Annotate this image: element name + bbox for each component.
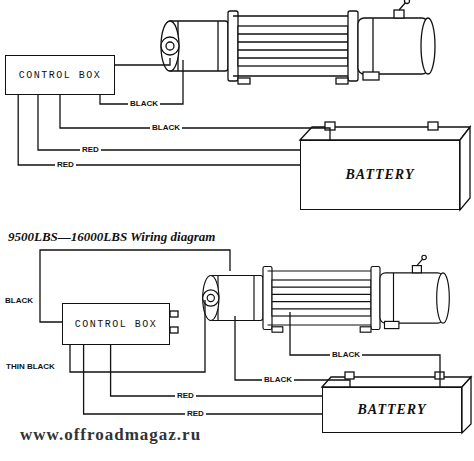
winch-top — [161, 0, 435, 84]
wire — [111, 345, 322, 396]
wire-label: RED — [55, 160, 76, 170]
wire — [18, 95, 300, 165]
control-box: CONTROL BOX — [62, 303, 170, 345]
wire-label: RED — [80, 145, 101, 155]
watermark: www.offroadmagaz.ru — [20, 425, 201, 445]
node-text: BATTERY — [346, 167, 415, 183]
wire-label: BLACK — [150, 123, 182, 133]
control-box-terminals — [170, 311, 178, 333]
wire-label: RED — [185, 409, 206, 419]
node-text: BATTERY — [358, 402, 427, 418]
wire — [84, 345, 322, 414]
node-text: CONTROL BOX — [19, 70, 102, 81]
battery-box: BATTERY — [300, 140, 460, 210]
wire-label: RED — [175, 391, 196, 401]
wire-label: THIN BLACK — [4, 362, 57, 372]
node-text: CONTROL BOX — [75, 319, 158, 330]
wire-label: BLACK — [128, 99, 160, 109]
wire-label: BLACK — [330, 350, 362, 360]
battery-box: BATTERY — [322, 387, 462, 433]
battery-3d — [300, 122, 471, 433]
diagram-title: 9500LBS—16000LBS Wiring diagram — [8, 229, 215, 245]
winch-wires — [40, 58, 440, 387]
winch-bottom — [203, 255, 450, 332]
wire-label: BLACK — [262, 375, 294, 385]
wire-label: BLACK — [3, 296, 35, 306]
wire — [38, 95, 300, 150]
control-box: CONTROL BOX — [5, 55, 115, 95]
wire — [60, 95, 330, 140]
